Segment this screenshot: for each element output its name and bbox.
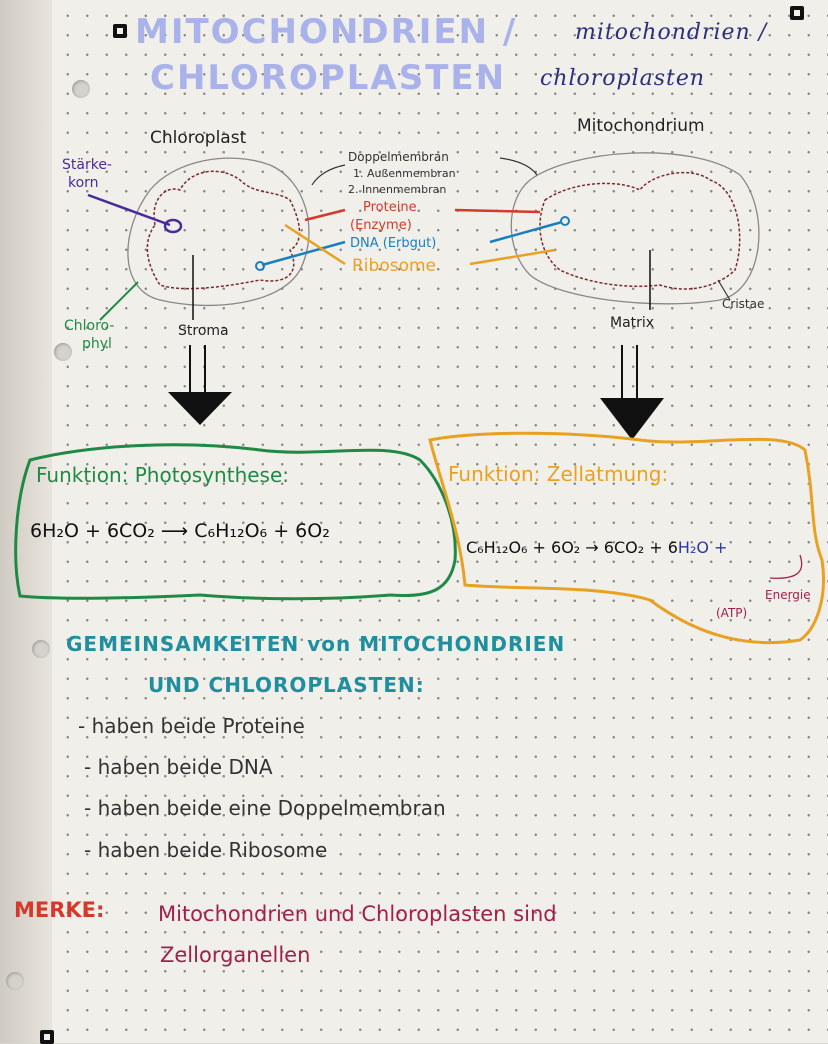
merke-text-2: Zellorganellen: [160, 943, 311, 967]
zellatmung-equation-water: H₂O +: [677, 538, 728, 557]
down-arrow-left-icon: [168, 345, 232, 425]
zellatmung-equation-main: C₆H₁₂O₆ + 6O₂ → 6CO₂ + 6: [466, 538, 678, 557]
label-ribosome: Ribosome: [352, 256, 437, 276]
label-staerke: Stärke-: [62, 157, 112, 173]
gemeinsamkeit-item: - haben beide DNA: [84, 755, 273, 779]
gemeinsamkeit-item: - haben beide Ribosome: [84, 838, 328, 862]
page-edge-shadow: [0, 0, 60, 1043]
chloroplast-outer-membrane: [127, 157, 310, 307]
photosynthese-box-outline: [14, 443, 457, 601]
label-innenmembran: 2. Innenmembran: [348, 183, 447, 196]
gemeinsamkeit-item: - haben beide Proteine: [78, 714, 305, 738]
chloroplast-inner-membrane: [146, 170, 301, 290]
merke-text-1: Mitochondrien und Chloroplasten sind: [158, 902, 557, 926]
gemeinsamkeiten-heading-2: UND CHLOROPLASTEN:: [148, 673, 425, 697]
down-arrow-right-icon: [600, 345, 664, 440]
title-line-2: CHLOROPLASTEN: [150, 58, 507, 98]
corner-marker-icon: [40, 1030, 54, 1044]
mitochondrium-inner-membrane: [539, 171, 741, 290]
label-aussenmembran: 1. Außenmembran: [353, 167, 456, 180]
corner-marker-icon: [790, 6, 804, 20]
punch-hole: [72, 80, 90, 98]
title-script-1: mitochondrien /: [575, 20, 768, 45]
punch-hole: [54, 343, 72, 361]
chloroplast-title: Chloroplast: [150, 128, 247, 148]
mitochondrium-outer-membrane: [510, 152, 760, 305]
gemeinsamkeit-item: - haben beide eine Doppelmembran: [84, 796, 446, 820]
label-enzyme: (Enzyme): [350, 218, 412, 233]
merke-label: MERKE:: [14, 898, 105, 922]
label-doppelmembran: Doppelmembran: [348, 150, 449, 164]
label-chloro: Chloro-: [64, 318, 115, 334]
label-matrix: Matrix: [610, 315, 655, 331]
label-dna: DNA (Erbgut): [350, 236, 437, 251]
label-phyl: phyl: [82, 336, 112, 352]
label-korn: korn: [68, 175, 99, 191]
corner-marker-icon: [113, 24, 127, 38]
punch-hole: [6, 972, 24, 990]
photosynthese-equation: 6H₂O + 6CO₂ ⟶ C₆H₁₂O₆ + 6O₂: [30, 520, 330, 542]
label-energie: Energie: [765, 588, 811, 602]
label-cristae: Cristae: [722, 297, 765, 311]
gemeinsamkeiten-heading-1: GEMEINSAMKEITEN von MITOCHONDRIEN: [66, 632, 566, 656]
zellatmung-heading: Funktion: Zellatmung:: [448, 462, 669, 486]
label-proteine: Proteine: [363, 200, 417, 215]
mitochondrium-title: Mitochondrium: [577, 116, 705, 136]
photosynthese-heading: Funktion: Photosynthese:: [36, 463, 290, 487]
title-script-2: chloroplasten: [540, 66, 706, 91]
title-line-1: MITOCHONDRIEN /: [135, 12, 518, 52]
punch-hole: [32, 640, 50, 658]
label-atp: (ATP): [716, 606, 748, 620]
label-stroma: Stroma: [178, 323, 229, 339]
zellatmung-box-outline: [428, 431, 825, 645]
zellatmung-equation: C₆H₁₂O₆ + 6O₂ → 6CO₂ + 6H₂O +: [466, 538, 727, 557]
